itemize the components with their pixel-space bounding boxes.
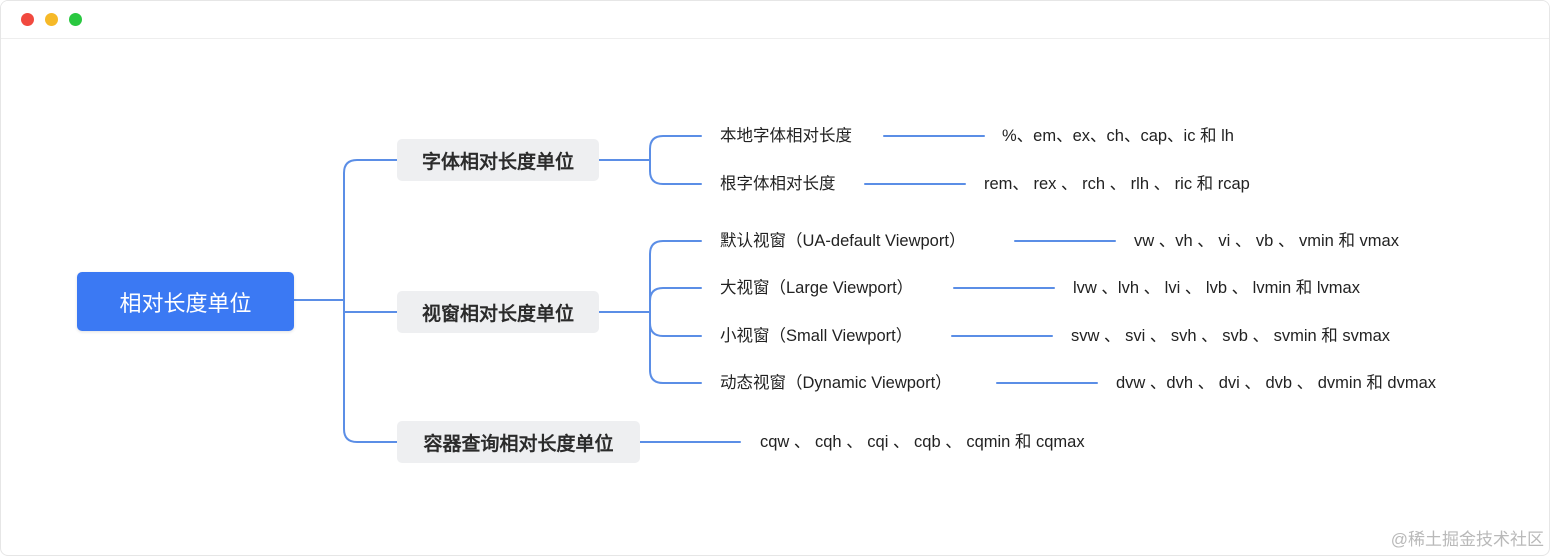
units-text: dvw 、dvh 、 dvi 、 dvb 、 dvmin 和 dvmax [1116, 374, 1437, 392]
leaf-label: 根字体相对长度 [720, 175, 836, 193]
leaf-label: 本地字体相对长度 [720, 127, 852, 145]
connector-b2-leaf-3 [649, 311, 702, 337]
connector-b1-leaf-2 [649, 159, 702, 185]
units-text: cqw 、 cqh 、 cqi 、 cqb 、 cqmin 和 cqmax [760, 433, 1085, 451]
leaf-label: 默认视窗（UA-default Viewport） [720, 232, 966, 250]
connector-b1-leaf-1 [649, 135, 702, 161]
watermark: @稀土掘金技术社区 [1390, 530, 1544, 549]
connector-root-branch-2 [343, 299, 398, 313]
units-default-viewport: vw 、vh 、 vi 、 vb 、 vmin 和 vmax [1134, 231, 1399, 251]
leaf-label: 大视窗（Large Viewport） [720, 279, 914, 297]
units-dynamic-viewport: dvw 、dvh 、 dvi 、 dvb 、 dvmin 和 dvmax [1116, 373, 1436, 393]
units-text: lvw 、lvh 、 lvi 、 lvb 、 lvmin 和 lvmax [1073, 279, 1360, 297]
branch-node-viewport-relative[interactable]: 视窗相对长度单位 [397, 291, 599, 333]
branch-label: 容器查询相对长度单位 [423, 433, 614, 455]
units-text: %、em、ex、ch、cap、ic 和 lh [1002, 127, 1234, 145]
minimize-window-button[interactable] [45, 13, 58, 26]
leaf-label: 小视窗（Small Viewport） [720, 327, 913, 345]
branch-node-font-relative[interactable]: 字体相对长度单位 [397, 139, 599, 181]
units-text: vw 、vh 、 vi 、 vb 、 vmin 和 vmax [1134, 232, 1399, 250]
branch-label: 视窗相对长度单位 [421, 303, 574, 325]
leaf-local-font[interactable]: 本地字体相对长度 [720, 126, 852, 146]
units-text: rem、 rex 、 rch 、 rlh 、 ric 和 rcap [984, 175, 1250, 193]
branch-label: 字体相对长度单位 [421, 151, 574, 173]
units-text: svw 、 svi 、 svh 、 svb 、 svmin 和 svmax [1071, 327, 1391, 345]
units-local-font: %、em、ex、ch、cap、ic 和 lh [1002, 126, 1234, 146]
connector-root-branch-3 [343, 299, 398, 443]
leaf-dynamic-viewport[interactable]: 动态视窗（Dynamic Viewport） [720, 373, 952, 393]
leaf-root-font[interactable]: 根字体相对长度 [720, 174, 836, 194]
leaf-default-viewport[interactable]: 默认视窗（UA-default Viewport） [720, 231, 965, 251]
close-window-button[interactable] [21, 13, 34, 26]
connector-root-branch-1 [343, 159, 398, 301]
units-container-query: cqw 、 cqh 、 cqi 、 cqb 、 cqmin 和 cqmax [760, 432, 1085, 452]
zoom-window-button[interactable] [69, 13, 82, 26]
leaf-small-viewport[interactable]: 小视窗（Small Viewport） [720, 326, 912, 346]
root-node[interactable]: 相对长度单位 [77, 272, 294, 331]
root-node-label: 相对长度单位 [119, 290, 252, 316]
connector-b2-leaf-2 [649, 287, 702, 313]
leaf-label: 动态视窗（Dynamic Viewport） [720, 374, 952, 392]
units-large-viewport: lvw 、lvh 、 lvi 、 lvb 、 lvmin 和 lvmax [1073, 278, 1360, 298]
branch-node-container-query-relative[interactable]: 容器查询相对长度单位 [397, 421, 640, 463]
connector-b2-leaf-1 [649, 240, 702, 313]
title-bar [1, 1, 1549, 39]
units-root-font: rem、 rex 、 rch 、 rlh 、 ric 和 rcap [984, 174, 1250, 194]
units-small-viewport: svw 、 svi 、 svh 、 svb 、 svmin 和 svmax [1071, 326, 1390, 346]
leaf-large-viewport[interactable]: 大视窗（Large Viewport） [720, 278, 913, 298]
connector-b2-leaf-4 [649, 311, 702, 384]
